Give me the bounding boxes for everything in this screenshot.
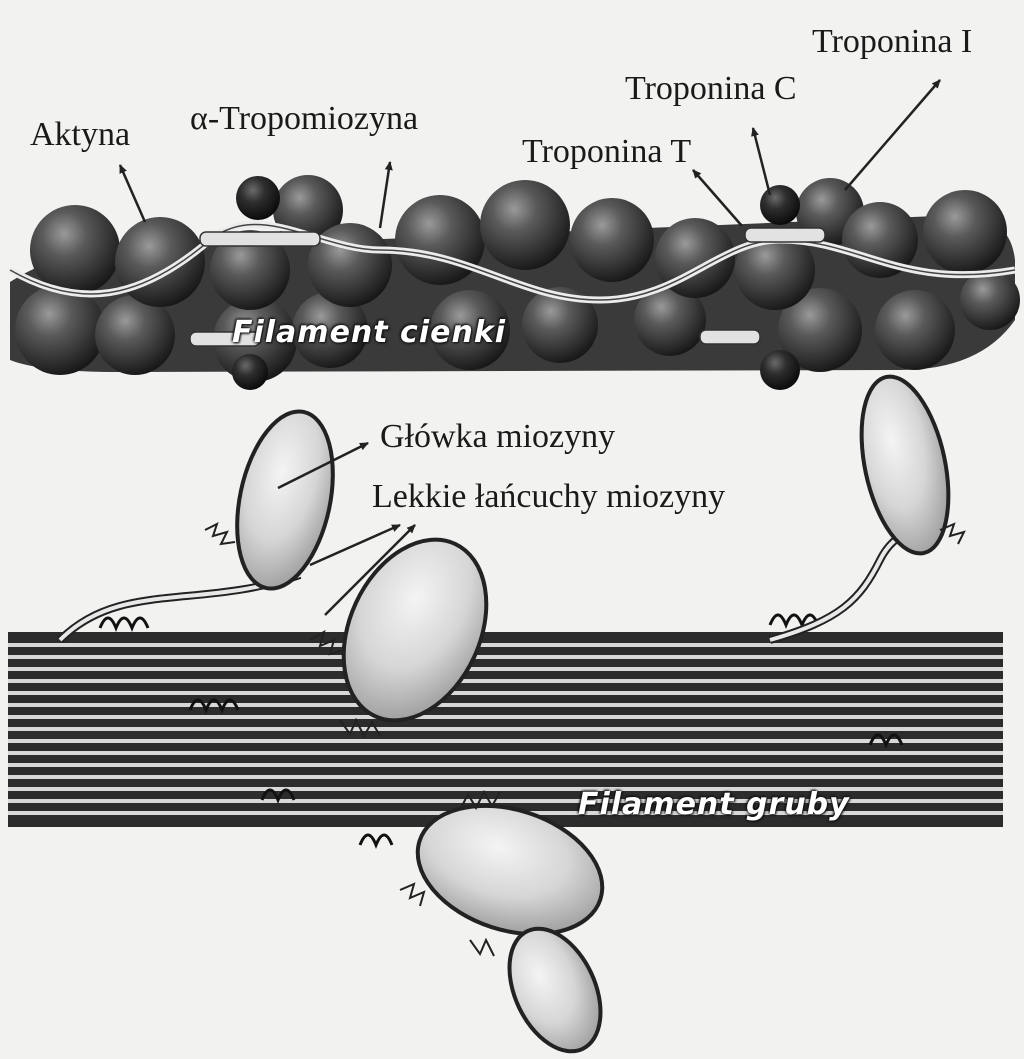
actin-beads-lower — [15, 270, 1020, 390]
arrow-lekkie-2 — [324, 524, 416, 616]
arrow-tropomiozyna — [378, 161, 393, 229]
label-lekkie-lancuchy: Lekkie łańcuchy miozyny — [372, 478, 726, 515]
myosin-head-center — [309, 537, 489, 739]
leader-arrows — [118, 79, 941, 616]
thin-filament — [8, 175, 1020, 390]
label-aktyna: Aktyna — [30, 116, 131, 153]
label-troponina-t: Troponina T — [522, 133, 692, 170]
thick-filament — [8, 613, 1003, 850]
label-glowka-miozyny: Główka miozyny — [380, 418, 616, 455]
label-filament-cienki: Filament cienki — [232, 315, 507, 350]
label-filament-gruby: Filament gruby — [578, 787, 850, 822]
label-troponina-c: Troponina C — [625, 70, 797, 107]
myosin-head-bottom — [399, 789, 605, 1054]
label-troponina-i: Troponina I — [812, 23, 973, 60]
arrow-troponina-i — [844, 79, 941, 191]
arrow-troponina-c — [751, 127, 772, 196]
arrow-glowka — [277, 441, 369, 490]
label-tropomiozyna: α-Tropomiozyna — [190, 100, 419, 137]
arrow-aktyna — [118, 164, 147, 223]
myosin-head-left — [57, 409, 335, 643]
arrow-lekkie-1 — [309, 523, 401, 567]
arrow-troponina-t — [692, 169, 743, 227]
myosin-head-right — [768, 374, 966, 644]
